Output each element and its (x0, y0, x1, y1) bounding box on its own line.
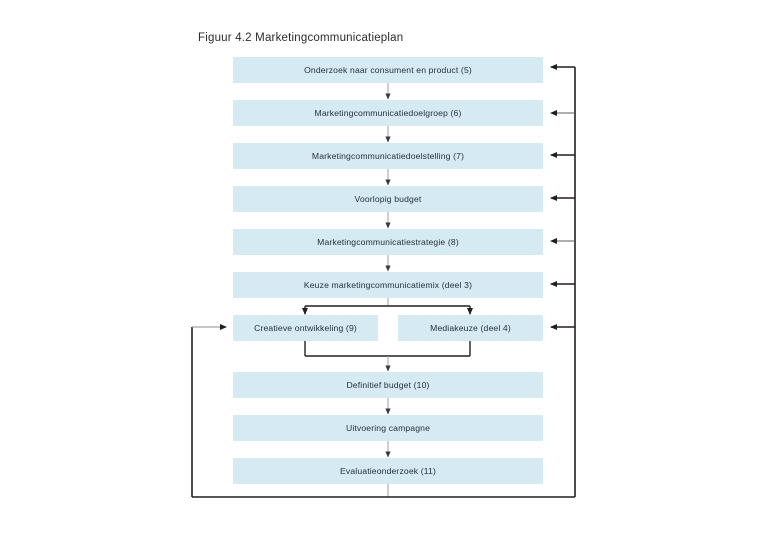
node-keuze-marketingcommunicatiemix[interactable]: Keuze marketingcommunicatiemix (deel 3) (233, 272, 543, 298)
node-marketingcommunicatiestrategie[interactable]: Marketingcommunicatiestrategie (8) (233, 229, 543, 255)
node-evaluatieonderzoek[interactable]: Evaluatieonderzoek (11) (233, 458, 543, 484)
node-voorlopig-budget[interactable]: Voorlopig budget (233, 186, 543, 212)
node-label: Mediakeuze (deel 4) (430, 323, 511, 333)
node-label: Evaluatieonderzoek (11) (340, 466, 436, 476)
node-uitvoering-campagne[interactable]: Uitvoering campagne (233, 415, 543, 441)
node-onderzoek-consument-product[interactable]: Onderzoek naar consument en product (5) (233, 57, 543, 83)
node-label: Marketingcommunicatiestrategie (8) (317, 237, 459, 247)
left-feedback-bus (191, 324, 227, 497)
node-label: Keuze marketingcommunicatiemix (deel 3) (303, 280, 473, 290)
node-definitief-budget[interactable]: Definitief budget (10) (233, 372, 543, 398)
bottom-outlet (192, 484, 575, 498)
merge-connector (304, 341, 471, 372)
node-label: Uitvoering campagne (345, 423, 431, 433)
node-label: Onderzoek naar consument en product (5) (304, 65, 472, 75)
right-feedback-bus (550, 64, 576, 497)
node-label: Marketingcommunicatiedoelgroep (6) (314, 108, 462, 118)
node-creatieve-ontwikkeling[interactable]: Creatieve ontwikkeling (9) (233, 315, 378, 341)
node-label: Definitief budget (10) (346, 380, 430, 390)
node-label: Creatieve ontwikkeling (9) (254, 323, 357, 333)
node-label: Voorlopig budget (354, 194, 422, 204)
page-title: Figuur 4.2 Marketingcommunicatieplan (198, 32, 404, 44)
node-marketingcommunicatiedoelstelling[interactable]: Marketingcommunicatiedoelstelling (7) (233, 143, 543, 169)
node-label: Marketingcommunicatiedoelstelling (7) (311, 151, 465, 161)
node-mediakeuze[interactable]: Mediakeuze (deel 4) (398, 315, 543, 341)
node-marketingcommunicatiedoelgroep[interactable]: Marketingcommunicatiedoelgroep (6) (233, 100, 543, 126)
split-connector (302, 305, 473, 315)
